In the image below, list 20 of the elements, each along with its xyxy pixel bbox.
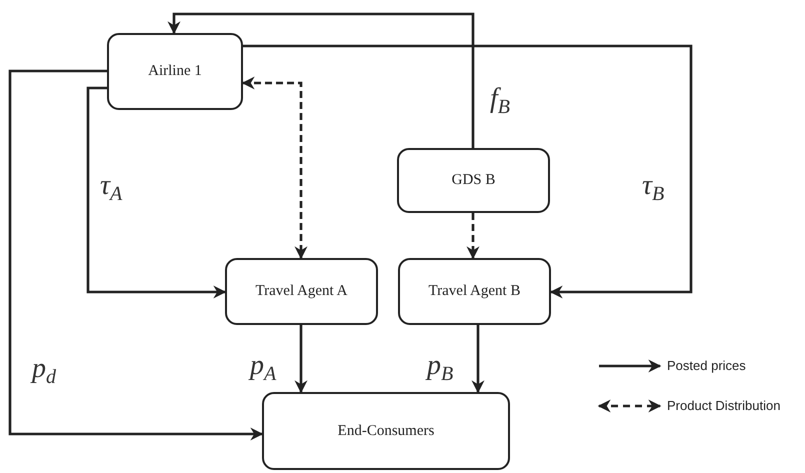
- rounded-box: [262, 392, 510, 470]
- rounded-box: [107, 33, 243, 110]
- arrow: [472, 325, 484, 394]
- arrow: [8, 70, 264, 440]
- node-label: Airline 1: [148, 63, 202, 80]
- node-label: Travel Agent A: [256, 283, 348, 300]
- node-label: End-Consumers: [338, 422, 434, 440]
- arrow: [86, 86, 226, 298]
- legend-label: Product Distribution: [667, 398, 780, 413]
- rounded-box: [398, 258, 551, 325]
- arrow: [294, 325, 308, 394]
- node-label: GDS B: [452, 172, 496, 189]
- legend-label: Posted prices: [667, 358, 746, 373]
- arrow: [243, 44, 692, 298]
- arrow: [168, 12, 474, 148]
- rounded-box: [225, 258, 378, 325]
- node-label: Travel Agent B: [428, 283, 520, 300]
- dashed-arrow: [242, 76, 308, 260]
- dashed-arrow: [466, 213, 480, 260]
- rounded-box: [397, 148, 550, 213]
